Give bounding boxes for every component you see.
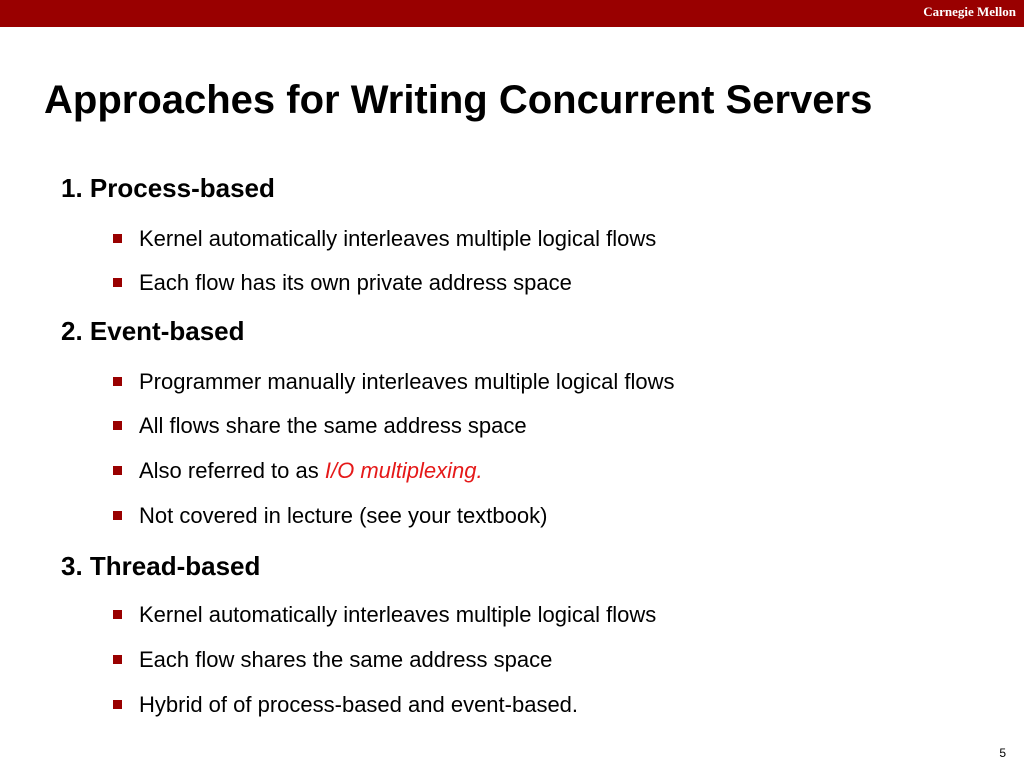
list-item: All flows share the same address space: [113, 411, 527, 441]
bullet-text: Kernel automatically interleaves multipl…: [139, 226, 657, 251]
square-bullet-icon: [113, 699, 122, 709]
list-item: Not covered in lecture (see your textboo…: [113, 501, 547, 531]
square-bullet-icon: [113, 510, 122, 520]
square-bullet-icon: [113, 233, 122, 243]
bullet-text: Hybrid of of process-based and event-bas…: [139, 692, 579, 717]
list-item: Each flow shares the same address space: [113, 645, 552, 675]
list-item: Also referred to as I/O multiplexing.: [113, 456, 483, 486]
page-number: 5: [999, 746, 1006, 760]
list-item: Each flow has its own private address sp…: [113, 268, 572, 298]
square-bullet-icon: [113, 654, 122, 664]
bullet-text: Programmer manually interleaves multiple…: [139, 369, 675, 394]
list-item: Kernel automatically interleaves multipl…: [113, 224, 656, 254]
bullet-text: Kernel automatically interleaves multipl…: [139, 602, 657, 627]
bullet-text: Also referred to as: [139, 458, 325, 483]
bullet-text: Each flow shares the same address space: [139, 647, 553, 672]
brand-label: Carnegie Mellon: [923, 4, 1016, 19]
bullet-text: Not covered in lecture (see your textboo…: [139, 503, 548, 528]
slide-title: Approaches for Writing Concurrent Server…: [44, 78, 873, 122]
square-bullet-icon: [113, 465, 122, 475]
bullet-text: All flows share the same address space: [139, 413, 527, 438]
square-bullet-icon: [113, 277, 122, 287]
section-heading-event: 2. Event-based: [61, 316, 245, 346]
header-bar: Carnegie Mellon: [0, 0, 1024, 27]
square-bullet-icon: [113, 609, 122, 619]
list-item: Kernel automatically interleaves multipl…: [113, 600, 656, 630]
square-bullet-icon: [113, 376, 122, 386]
square-bullet-icon: [113, 420, 122, 430]
emphasis-text: I/O multiplexing.: [324, 458, 483, 483]
section-heading-thread: 3. Thread-based: [61, 551, 261, 581]
list-item: Hybrid of of process-based and event-bas…: [113, 690, 578, 720]
bullet-text: Each flow has its own private address sp…: [139, 270, 572, 295]
list-item: Programmer manually interleaves multiple…: [113, 367, 675, 397]
section-heading-process: 1. Process-based: [61, 173, 275, 203]
